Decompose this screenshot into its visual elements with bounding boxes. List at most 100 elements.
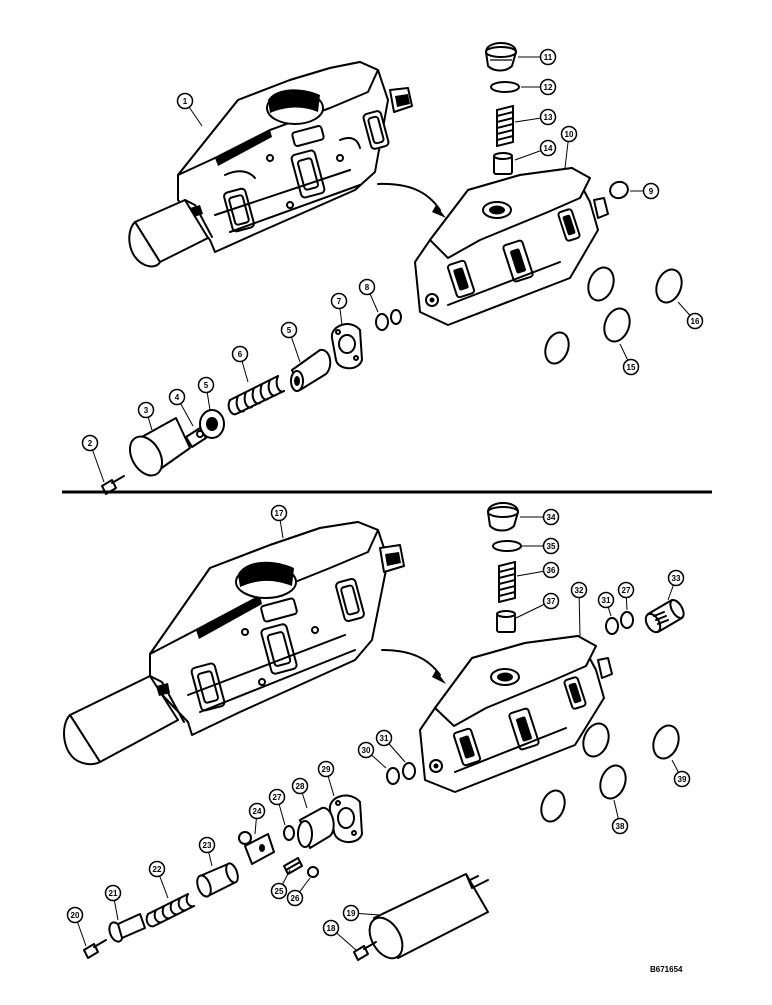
screw-20 — [83, 939, 107, 959]
callout-upper-12: 12 — [521, 78, 557, 96]
plug-cap-34 — [487, 502, 519, 532]
callout-upper-9: 9 — [630, 182, 660, 200]
callout-circle — [570, 581, 588, 599]
figure-code: B671654 — [650, 965, 683, 974]
callout-circle — [342, 904, 360, 922]
callout-label: 31 — [602, 596, 611, 605]
spring-36 — [498, 561, 516, 603]
callout-label: 38 — [616, 822, 625, 831]
o-ring-30 — [386, 767, 400, 785]
callout-circle — [542, 508, 560, 526]
callout-circle — [358, 278, 376, 296]
callout-label: 12 — [544, 83, 553, 92]
callout-circle — [667, 569, 685, 587]
callout-circle — [611, 817, 629, 835]
o-ring-16 — [655, 268, 683, 304]
callout-circle — [597, 591, 615, 609]
callout-circle — [560, 125, 578, 143]
poppet-37 — [496, 610, 516, 633]
valve-spool-24 — [238, 831, 275, 865]
callout-label: 33 — [672, 574, 681, 583]
spring-25 — [283, 857, 303, 875]
callouts-lower: 1718192021222324252627272829303131323334… — [66, 504, 691, 951]
callout-circle — [81, 434, 99, 452]
callout-lower-34: 34 — [520, 508, 560, 526]
callout-label: 20 — [71, 911, 80, 920]
callout-label: 21 — [109, 889, 118, 898]
plug-cap-11 — [485, 42, 517, 72]
callout-lower-29: 29 — [317, 760, 335, 797]
callout-label: 25 — [275, 887, 284, 896]
callout-lower-20: 20 — [66, 906, 87, 947]
callout-upper-4: 4 — [168, 388, 194, 427]
callout-lower-33: 33 — [667, 569, 685, 601]
callout-upper-14: 14 — [514, 139, 557, 161]
o-ring-39 — [652, 724, 680, 760]
o-ring-15b — [603, 307, 631, 343]
callout-lower-26: 26 — [286, 877, 311, 907]
valve-body-1 — [128, 61, 413, 268]
callout-lower-24: 24 — [248, 802, 266, 835]
callout-lower-27: 27 — [617, 581, 635, 611]
callout-upper-7: 7 — [330, 292, 348, 326]
callout-label: 27 — [622, 586, 631, 595]
callout-lower-37: 37 — [515, 592, 560, 619]
callout-upper-10: 10 — [560, 125, 578, 169]
callout-label: 15 — [627, 363, 636, 372]
callout-circle — [542, 561, 560, 579]
o-ring-35 — [492, 540, 522, 552]
callout-circle — [539, 48, 557, 66]
callout-label: 11 — [544, 53, 553, 62]
o-ring-9 — [609, 180, 629, 200]
callout-label: 31 — [380, 734, 389, 743]
lower-assembly: 1718192021222324252627272829303131323334… — [63, 502, 691, 961]
o-ring-27b — [283, 825, 295, 841]
callout-circle — [542, 592, 560, 610]
o-ring-38c — [540, 789, 566, 823]
callout-circle — [66, 906, 84, 924]
callout-circle — [375, 729, 393, 747]
callout-circle — [291, 777, 309, 795]
callout-lower-32: 32 — [570, 581, 588, 637]
callout-label: 4 — [175, 393, 180, 402]
callout-label: 29 — [322, 765, 331, 774]
spring-22 — [145, 893, 195, 928]
callout-label: 35 — [547, 542, 556, 551]
callout-circle — [357, 741, 375, 759]
callout-upper-3: 3 — [137, 401, 155, 431]
callout-circle — [686, 312, 704, 330]
callout-circle — [248, 802, 266, 820]
callout-label: 32 — [575, 586, 584, 595]
pin-21 — [108, 913, 146, 943]
callout-label: 8 — [365, 283, 370, 292]
callout-circle — [104, 884, 122, 902]
callout-label: 5 — [204, 381, 209, 390]
o-ring-8 — [375, 313, 389, 331]
callout-circle — [270, 882, 288, 900]
callout-upper-6: 6 — [231, 345, 249, 383]
callout-circle — [148, 860, 166, 878]
plate-29 — [328, 794, 363, 843]
callout-upper-11: 11 — [518, 48, 557, 66]
callout-label: 22 — [153, 865, 162, 874]
o-ring-31b — [402, 762, 416, 780]
callout-label: 26 — [291, 894, 300, 903]
callout-label: 17 — [275, 509, 284, 518]
washer-5b — [199, 409, 225, 439]
sleeve-28 — [297, 806, 335, 849]
sleeve-5a — [290, 348, 332, 392]
callout-circle — [280, 321, 298, 339]
ball-26 — [307, 866, 319, 878]
callout-upper-5: 5 — [280, 321, 301, 363]
callout-lower-31: 31 — [597, 591, 615, 617]
callout-label: 23 — [203, 841, 212, 850]
callout-label: 39 — [678, 775, 687, 784]
valve-body-17 — [63, 521, 405, 766]
assembly-arrow-lower — [381, 649, 441, 676]
callout-lower-36: 36 — [516, 561, 560, 579]
callout-label: 1 — [183, 97, 188, 106]
callout-circle — [268, 788, 286, 806]
callout-circle — [322, 919, 340, 937]
o-ring-15a — [587, 266, 615, 302]
